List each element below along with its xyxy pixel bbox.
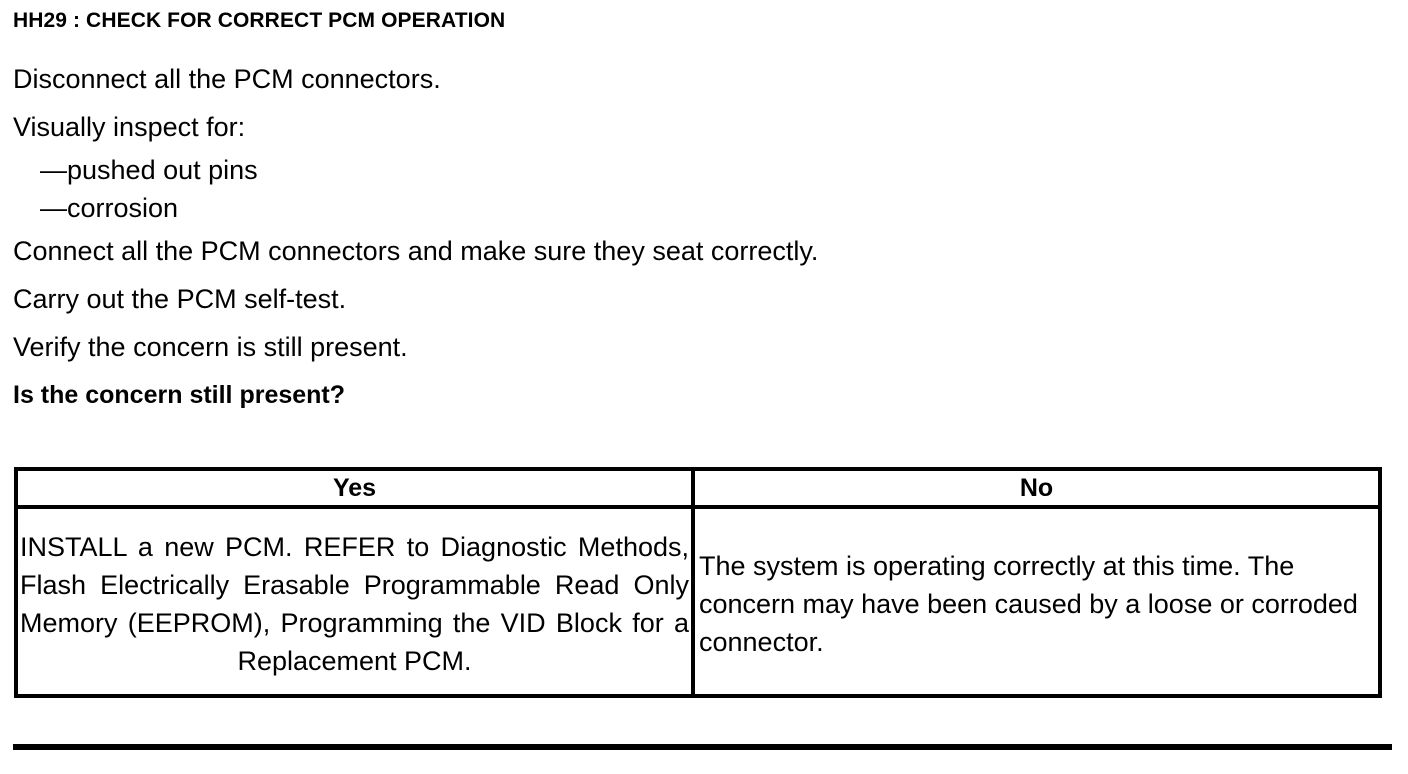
procedure-bullet-pushed-out-pins: —pushed out pins	[40, 155, 258, 185]
column-header-yes: Yes	[332, 474, 377, 502]
procedure-step-disconnect: Disconnect all the PCM connectors.	[13, 64, 441, 94]
no-action-text: The system is operating correctly at thi…	[699, 550, 1358, 657]
table-header-cell-yes: Yes	[18, 471, 695, 505]
procedure-step-verify: Verify the concern is still present.	[13, 332, 408, 362]
procedure-step-self-test: Carry out the PCM self-test.	[13, 284, 347, 314]
yes-action-text: INSTALL a new PCM. REFER to Diagnostic M…	[20, 531, 689, 676]
procedure-step-connect: Connect all the PCM connectors and make …	[13, 236, 819, 266]
no-action-wrapper: The system is operating correctly at thi…	[695, 547, 1378, 661]
decision-table: Yes No INSTALL a new PCM. REFER to Diagn…	[14, 467, 1382, 698]
table-header-cell-no: No	[695, 471, 1378, 505]
yes-action-wrapper: INSTALL a new PCM. REFER to Diagnostic M…	[18, 528, 691, 680]
page-title: HH29 : CHECK FOR CORRECT PCM OPERATION	[13, 9, 506, 32]
procedure-step-inspect-group: Visually inspect for: —pushed out pins —…	[13, 103, 1393, 227]
table-row: INSTALL a new PCM. REFER to Diagnostic M…	[18, 509, 1378, 698]
procedure-list: Disconnect all the PCM connectors. Visua…	[13, 55, 1393, 419]
procedure-step-inspect: Visually inspect for:	[13, 112, 246, 142]
procedure-question: Is the concern still present?	[13, 381, 346, 409]
table-cell-yes-action: INSTALL a new PCM. REFER to Diagnostic M…	[18, 509, 695, 698]
footer-divider	[13, 744, 1392, 750]
table-cell-no-action: The system is operating correctly at thi…	[695, 509, 1378, 698]
table-header-row: Yes No	[18, 471, 1378, 509]
column-header-no: No	[1019, 474, 1054, 502]
procedure-bullet-corrosion: —corrosion	[40, 193, 179, 223]
